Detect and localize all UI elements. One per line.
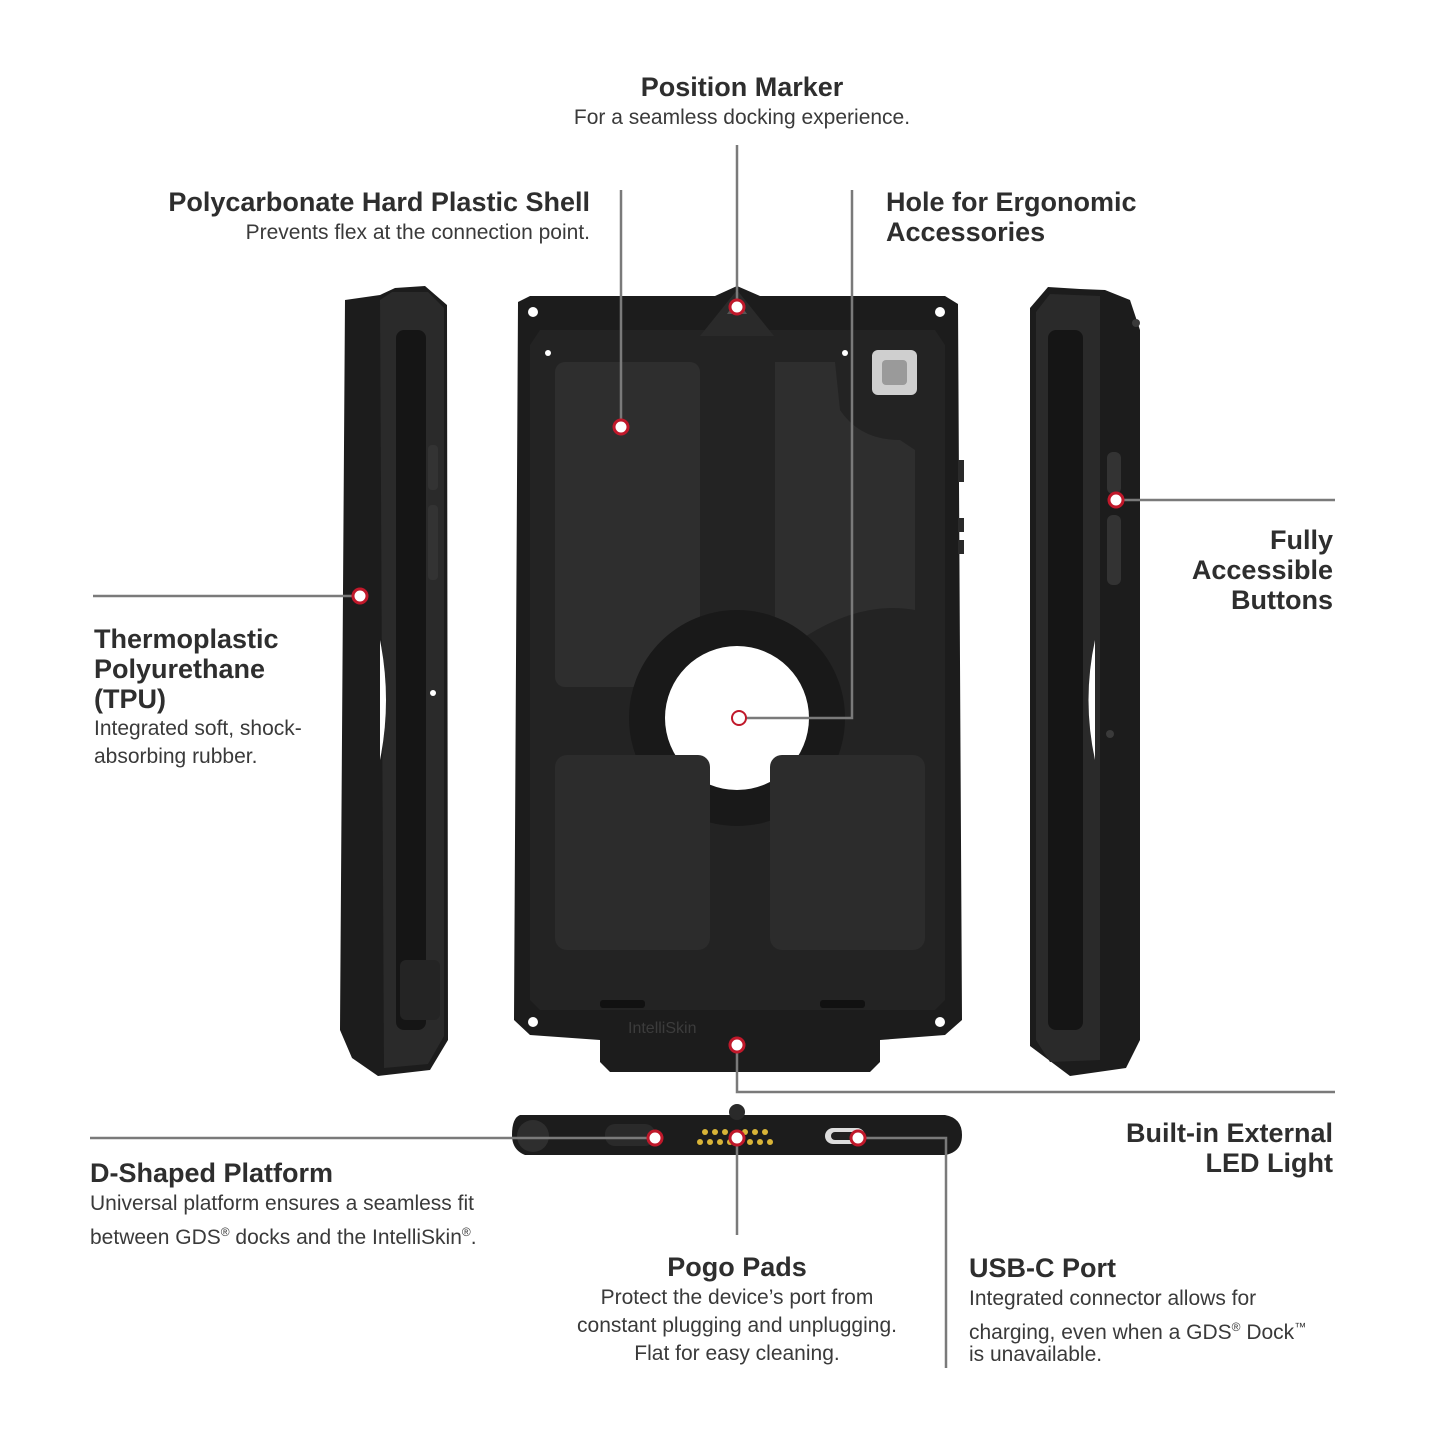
- buttons-title-line2: Accessible: [1191, 555, 1333, 585]
- leader-lines: [90, 145, 1335, 1368]
- tpu-desc-line2: absorbing rubber.: [94, 745, 258, 768]
- tpu-title-line1: Thermoplastic: [94, 624, 279, 654]
- polycarbonate-shell-title: Polycarbonate Hard Plastic Shell: [168, 187, 590, 217]
- registered-mark: ®: [220, 1225, 230, 1239]
- usbc-title: USB-C Port: [969, 1253, 1116, 1283]
- registered-mark: ®: [1231, 1320, 1241, 1334]
- pogo-pads-desc-line2: constant plugging and unplugging.: [577, 1314, 897, 1337]
- position-marker-title: Position Marker: [640, 72, 844, 102]
- pogo-pads-desc-line3: Flat for easy cleaning.: [634, 1342, 840, 1365]
- usbc-desc-line3: is unavailable.: [969, 1343, 1103, 1366]
- d-platform-desc-line2-b: docks and the IntelliSkin: [229, 1226, 462, 1249]
- led-light-title-line2: LED Light: [1205, 1148, 1333, 1178]
- position-marker-desc: For a seamless docking experience.: [573, 106, 911, 129]
- tpu-title-line3: (TPU): [94, 684, 166, 714]
- pogo-pads-title: Pogo Pads: [667, 1252, 807, 1282]
- usbc-desc-line2-b: Dock: [1240, 1321, 1295, 1344]
- buttons-title-line3: Buttons: [1231, 585, 1333, 615]
- polycarbonate-shell-desc: Prevents flex at the connection point.: [245, 221, 590, 244]
- d-platform-desc-line1: Universal platform ensures a seamless fi…: [90, 1192, 474, 1215]
- tpu-desc-line1: Integrated soft, shock-: [94, 717, 302, 740]
- main-back-view: IntelliSkin: [514, 286, 964, 1072]
- d-platform-desc-line2-a: between GDS: [90, 1226, 221, 1249]
- ergonomic-hole-title-line1: Hole for Ergonomic: [886, 187, 1137, 217]
- usbc-desc-line1: Integrated connector allows for: [969, 1287, 1257, 1310]
- led-light-title-line1: Built-in External: [1125, 1118, 1333, 1148]
- d-platform-desc-line2-c: .: [470, 1226, 477, 1249]
- usbc-desc-line2-a: charging, even when a GDS: [969, 1321, 1232, 1344]
- buttons-title-line1: Fully: [1269, 525, 1333, 555]
- usbc-desc-line2: charging, even when a GDS® Dock™: [969, 1313, 1306, 1347]
- d-platform-desc-line2: between GDS® docks and the IntelliSkin®.: [90, 1218, 477, 1252]
- pogo-pads-desc-line1: Protect the device’s port from: [600, 1286, 874, 1309]
- trademark-mark: ™: [1294, 1320, 1307, 1334]
- tpu-title-line2: Polyurethane: [94, 654, 266, 684]
- embossed-brand: IntelliSkin: [628, 1020, 696, 1037]
- ergonomic-hole-title-line2: Accessories: [886, 217, 1046, 247]
- callout-markers: [351, 298, 1125, 1147]
- left-side-view: [340, 286, 448, 1076]
- registered-mark: ®: [461, 1225, 471, 1239]
- d-platform-title: D-Shaped Platform: [90, 1158, 334, 1188]
- right-side-view: [1030, 287, 1140, 1076]
